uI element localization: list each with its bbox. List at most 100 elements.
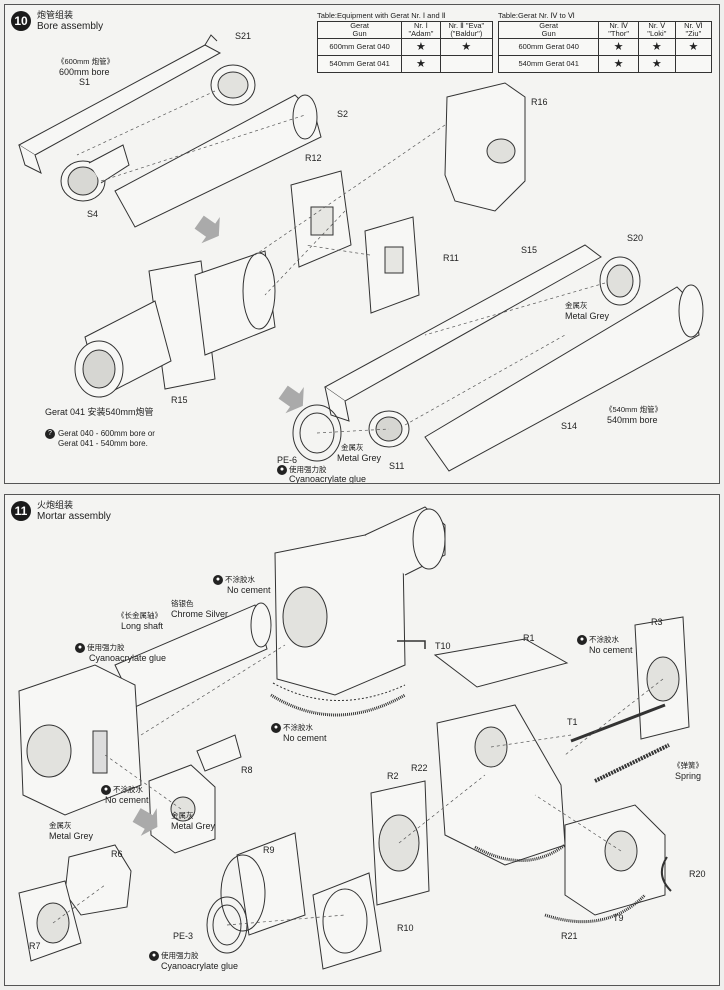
bore600-cn-label: 《600mm 炮管》 bbox=[57, 57, 115, 66]
part-r16-bracket bbox=[445, 83, 525, 211]
chrome-en-label: Chrome Silver bbox=[171, 609, 229, 619]
part-r1 bbox=[435, 639, 567, 687]
no-cement-label: ●不涂胶水 bbox=[213, 575, 255, 586]
part-r22 bbox=[437, 705, 565, 865]
label-s1: S1 bbox=[79, 77, 91, 87]
label-s2: S2 bbox=[337, 109, 349, 119]
label-r21: R21 bbox=[561, 931, 578, 941]
direction-arrow bbox=[194, 215, 220, 244]
glue-en-label: Cyanoacrylate glue bbox=[89, 653, 167, 663]
step-title-cn: 火炮组装 bbox=[37, 500, 74, 510]
step-title-cn: 炮管组装 bbox=[37, 10, 74, 20]
direction-arrow bbox=[132, 808, 158, 836]
mortar-assembly-drawing bbox=[5, 495, 719, 985]
label-r12: R12 bbox=[305, 153, 322, 163]
glue-label: ●使用强力胶 bbox=[75, 643, 125, 654]
label-r11: R11 bbox=[443, 253, 459, 263]
label-pe3: PE-3 bbox=[173, 931, 194, 941]
table2-caption: Table:Gerat Nr. Ⅳ to Ⅵ bbox=[498, 11, 575, 20]
label-t10: T10 bbox=[435, 641, 451, 651]
glue-icon: ● bbox=[75, 643, 85, 654]
label-s14: S14 bbox=[561, 421, 578, 431]
spring-cn-label: 《弹簧》 bbox=[673, 761, 703, 770]
metal-grey-en-label: Metal Grey bbox=[49, 831, 94, 841]
glue-icon: ● bbox=[149, 951, 159, 962]
label-r10: R10 bbox=[397, 923, 414, 933]
part-s2-tube bbox=[115, 95, 321, 227]
chrome-cn-label: 铬银色 bbox=[171, 599, 194, 608]
part-t10 bbox=[397, 641, 425, 649]
no-cement-icon: ● bbox=[213, 575, 223, 586]
metal-grey-en-label-2: Metal Grey bbox=[337, 453, 382, 463]
empty-cell bbox=[439, 55, 494, 73]
label-r7: R7 bbox=[29, 941, 41, 951]
label-pe6: PE-6 bbox=[277, 455, 298, 465]
step-number-badge: 11 bbox=[11, 501, 31, 521]
step-number-badge: 10 bbox=[11, 11, 31, 31]
no-cement-en-label-4: No cement bbox=[105, 795, 149, 805]
label-r3: R3 bbox=[651, 617, 663, 627]
label-r16: R16 bbox=[531, 97, 548, 107]
metal-grey-en-label: Metal Grey bbox=[565, 311, 610, 321]
bore-assembly-drawing bbox=[5, 5, 719, 483]
metal-grey-en-label-2: Metal Grey bbox=[171, 821, 216, 831]
label-r15: R15 bbox=[171, 395, 188, 405]
gerat041-label: Gerat 041 安装540mm炮管 bbox=[45, 407, 154, 417]
step-title: 火炮组装 Mortar assembly bbox=[37, 500, 111, 522]
label-t1: T1 bbox=[567, 717, 578, 727]
no-cement-label-4: ●不涂胶水 bbox=[101, 785, 143, 796]
part-s1-trough bbox=[19, 45, 220, 155]
long-shaft-cn-label: 《长金属轴》 bbox=[117, 611, 162, 620]
glue-icon: ● bbox=[277, 465, 287, 476]
part-t1-shaft bbox=[571, 705, 665, 741]
no-cement-en-label-2: No cement bbox=[589, 645, 633, 655]
no-cement-label-3: ●不涂胶水 bbox=[271, 723, 313, 734]
no-cement-icon: ● bbox=[271, 723, 281, 734]
metal-grey-cn-label-2: 金属灰 bbox=[341, 443, 364, 452]
direction-arrow bbox=[278, 385, 304, 414]
step-title: 炮管组装 Bore assembly bbox=[37, 10, 103, 32]
no-cement-icon: ● bbox=[101, 785, 111, 796]
part-barrel-end bbox=[413, 509, 445, 569]
star-mark: ★ bbox=[401, 55, 441, 73]
part-r20 bbox=[662, 857, 671, 891]
step-10-panel: 10 炮管组装 Bore assembly Table:Equipment wi… bbox=[4, 4, 720, 484]
metal-grey-cn-label: 金属灰 bbox=[49, 821, 72, 830]
glue-en-label: Cyanoacrylate glue bbox=[289, 474, 367, 484]
glue-en-label-2: Cyanoacrylate glue bbox=[161, 961, 239, 971]
table1-caption: Table:Equipment with Gerat Nr. Ⅰ and Ⅱ bbox=[317, 11, 446, 20]
empty-cell bbox=[674, 55, 713, 73]
glue-label: ●使用强力胶 bbox=[277, 465, 327, 476]
step-title-en: Bore assembly bbox=[37, 21, 104, 32]
metal-grey-cn-label-2: 金属灰 bbox=[171, 811, 194, 820]
table-head: Nr. Ⅵ"Ziu" bbox=[674, 21, 713, 39]
part-spring bbox=[595, 745, 669, 781]
part-pe6-ring bbox=[293, 405, 341, 461]
no-cement-en-label-3: No cement bbox=[283, 733, 327, 743]
bore600-en-label: 600mm bore bbox=[59, 67, 110, 77]
label-t9: T9 bbox=[613, 913, 624, 923]
label-s20: S20 bbox=[627, 233, 644, 243]
glue-label-2: ●使用强力胶 bbox=[149, 951, 199, 962]
label-r6: R6 bbox=[111, 849, 123, 859]
part-r9 bbox=[237, 833, 305, 935]
no-cement-en-label: No cement bbox=[227, 585, 271, 595]
star-mark: ★ bbox=[598, 55, 639, 73]
label-s21: S21 bbox=[235, 31, 252, 41]
step-title-en: Mortar assembly bbox=[37, 511, 111, 522]
part-pe3 bbox=[207, 897, 247, 953]
label-s4: S4 bbox=[87, 209, 99, 219]
spring-en-label: Spring bbox=[675, 771, 702, 781]
no-cement-icon: ● bbox=[577, 635, 587, 646]
no-cement-label-2: ●不涂胶水 bbox=[577, 635, 619, 646]
part-gear-arc bbox=[271, 695, 405, 715]
question-icon: ? bbox=[45, 429, 55, 439]
bore540-cn-label: 《540mm 炮管》 bbox=[605, 405, 663, 414]
label-r22: R22 bbox=[411, 763, 428, 773]
label-r8: R8 bbox=[241, 765, 253, 775]
label-s15: S15 bbox=[521, 245, 538, 255]
step-11-panel: 11 火炮组装 Mortar assembly bbox=[4, 494, 720, 986]
long-shaft-en-label: Long shaft bbox=[121, 621, 164, 631]
